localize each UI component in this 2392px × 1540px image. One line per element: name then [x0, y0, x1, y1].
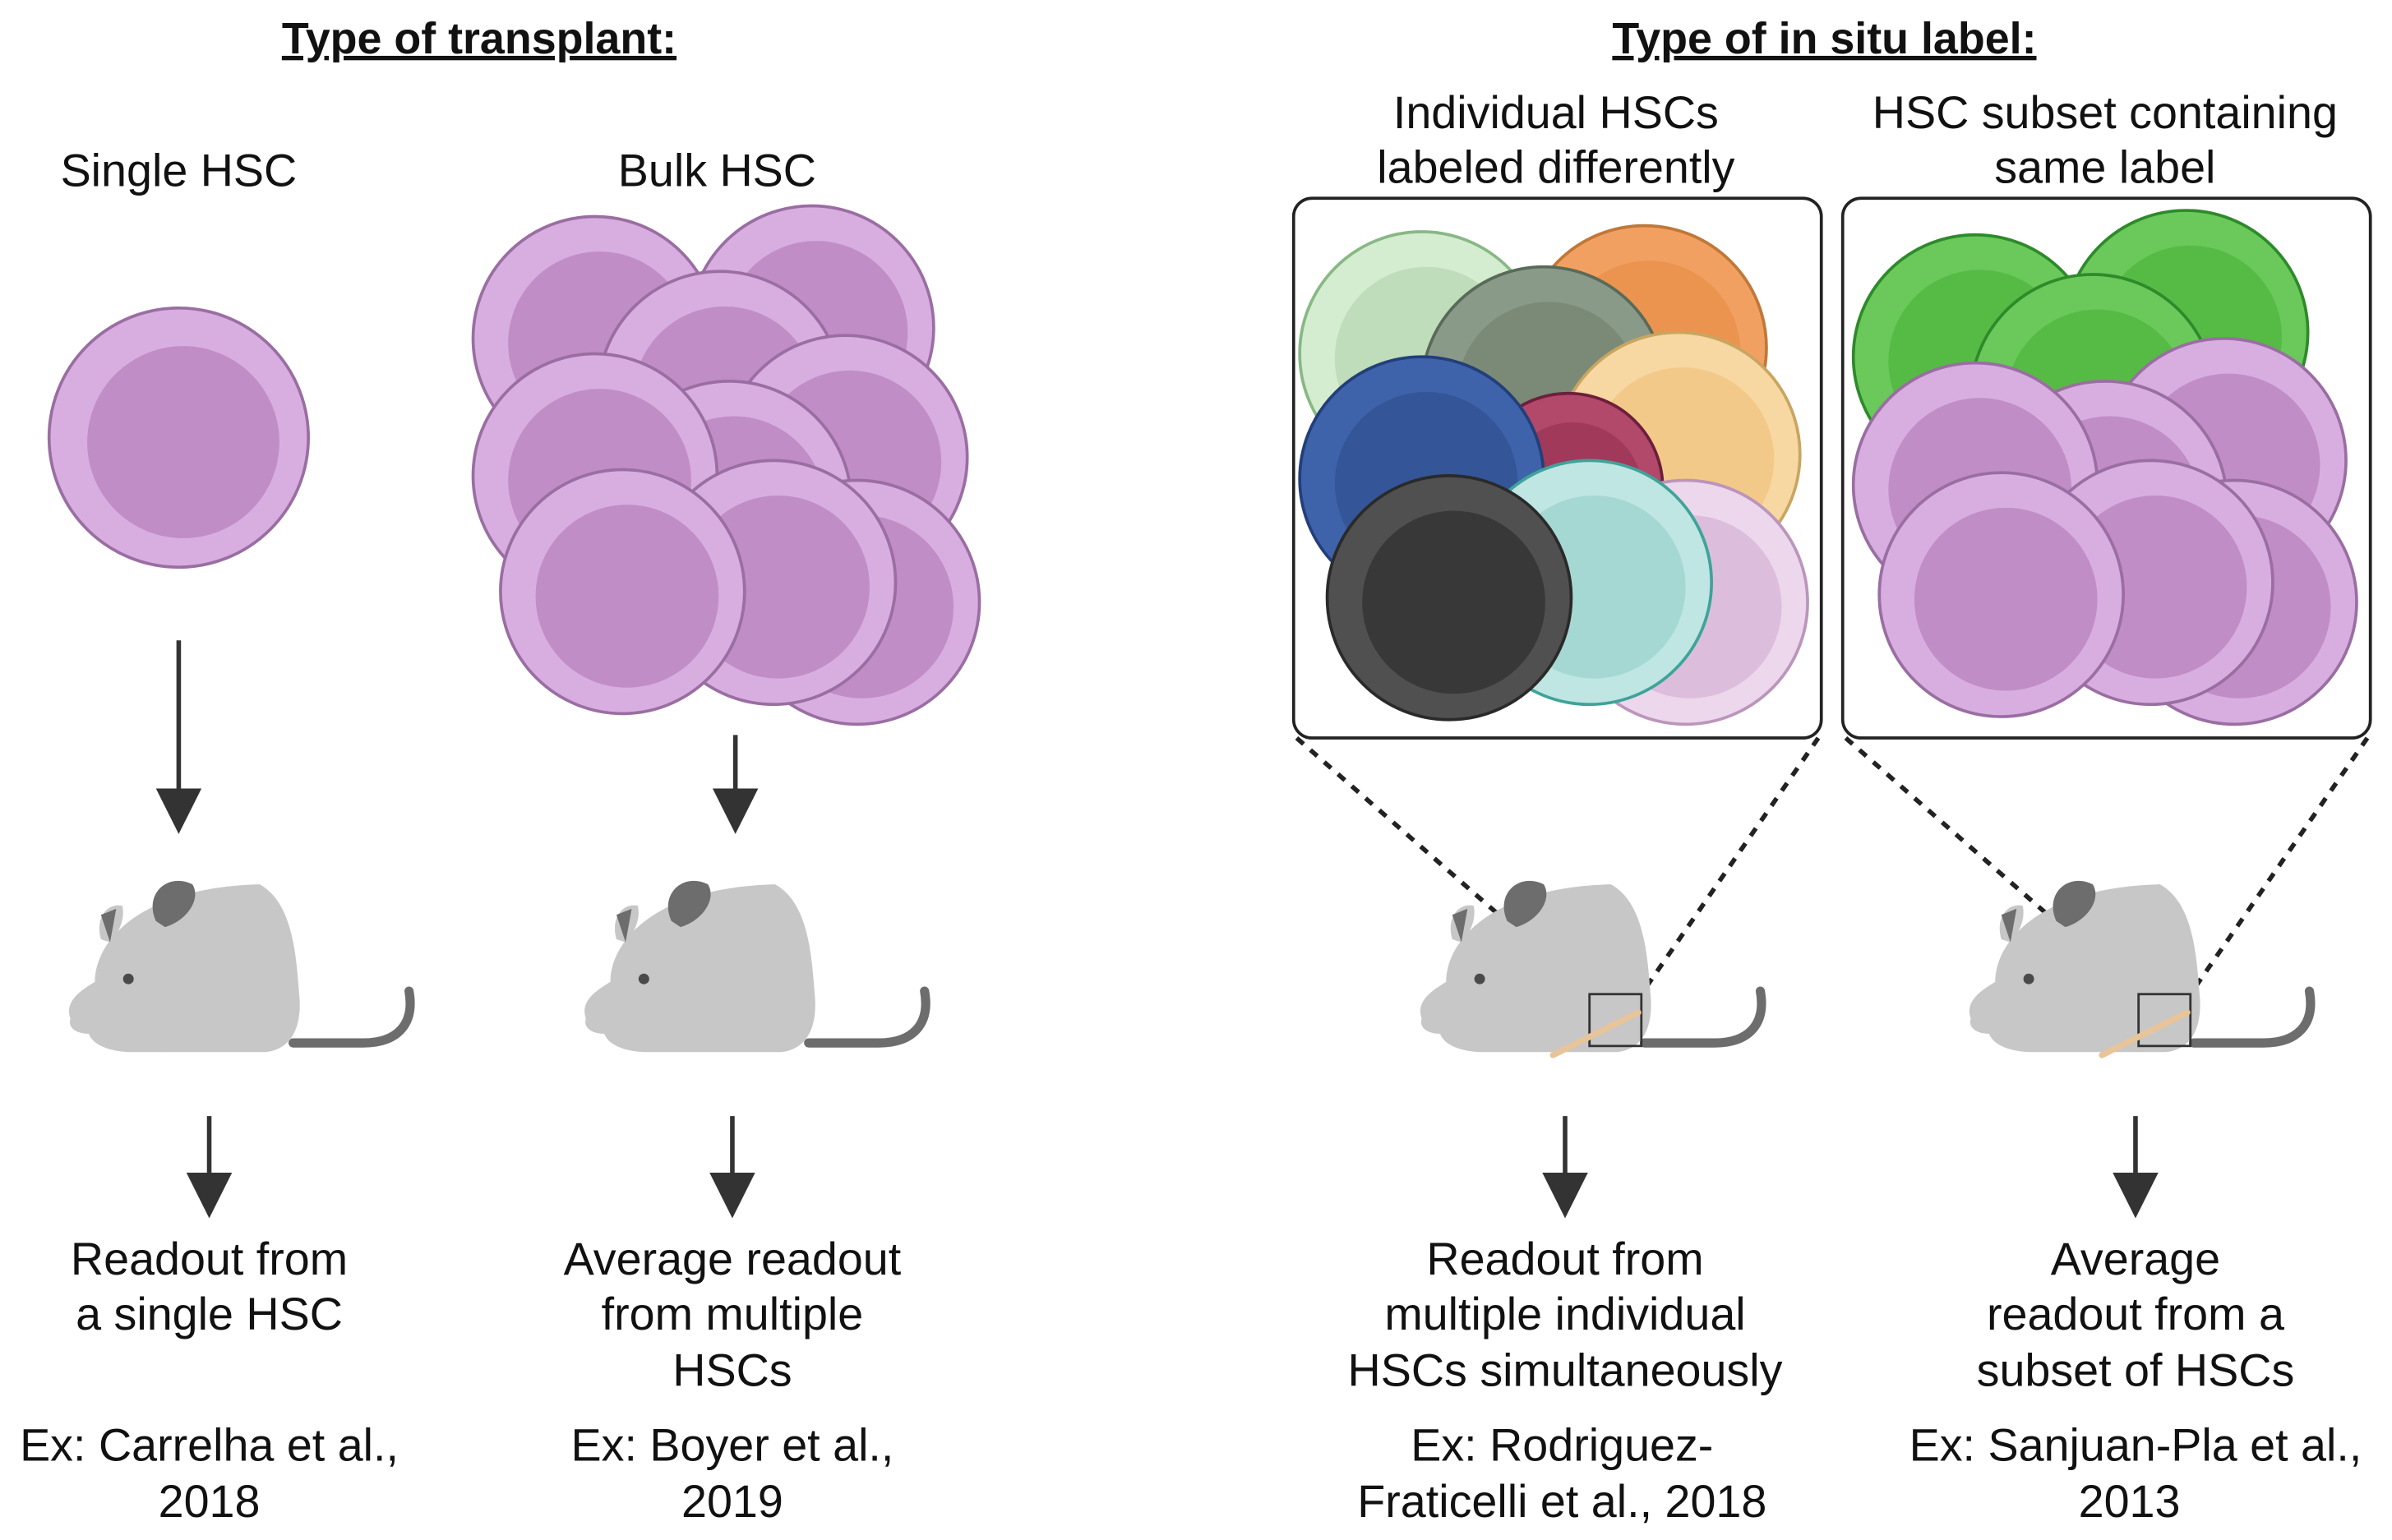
title-single-hsc: Single HSC	[61, 145, 298, 196]
readout-bulk-line3: HSCs	[672, 1345, 792, 1396]
example-single-line2: 2018	[159, 1476, 261, 1527]
readout-subset-line2: readout from a	[1987, 1289, 2284, 1339]
heading-insitu: Type of in situ label:	[1612, 14, 2036, 63]
mouse-single	[69, 881, 410, 1052]
heading-transplant: Type of transplant:	[282, 14, 677, 63]
subset-label-box	[1840, 196, 2372, 740]
readout-subset-line3: subset of HSCs	[1977, 1345, 2295, 1396]
readout-bulk-line1: Average readout	[564, 1233, 902, 1284]
individual-labels-box	[1291, 196, 1823, 740]
title-subset-line1: HSC subset containing	[1873, 87, 2338, 138]
readout-individual-line2: multiple individual	[1384, 1289, 1745, 1339]
readout-single-line2: a single HSC	[76, 1289, 343, 1339]
example-subset-line2: 2013	[2079, 1476, 2181, 1527]
title-individual-line1: Individual HSCs	[1393, 87, 1719, 138]
example-individual-line2: Fraticelli et al., 2018	[1357, 1476, 1766, 1527]
readout-bulk-line2: from multiple	[602, 1289, 864, 1339]
title-individual-line2: labeled differently	[1377, 142, 1734, 193]
example-bulk-line1: Ex: Boyer et al.,	[571, 1420, 894, 1471]
example-subset-line1: Ex: Sanjuan-Pla et al.,	[1909, 1420, 2362, 1471]
bulk-hsc-cluster	[471, 204, 981, 726]
title-subset-line2: same label	[1994, 142, 2215, 193]
title-bulk-hsc: Bulk HSC	[618, 145, 816, 196]
single-hsc-cell	[47, 306, 310, 569]
zoom-lines	[1295, 735, 2370, 996]
mouse-individual	[1420, 881, 1762, 1058]
example-single-line1: Ex: Carrelha et al.,	[20, 1420, 399, 1471]
readout-individual-line1: Readout from	[1426, 1233, 1703, 1284]
readout-subset-line1: Average	[2051, 1233, 2220, 1284]
readout-single-line1: Readout from	[71, 1233, 348, 1284]
example-bulk-line2: 2019	[681, 1476, 783, 1527]
example-individual-line1: Ex: Rodriguez-	[1411, 1420, 1713, 1471]
mouse-subset	[1969, 881, 2311, 1058]
mouse-bulk	[584, 881, 926, 1052]
readout-individual-line3: HSCs simultaneously	[1348, 1345, 1783, 1396]
